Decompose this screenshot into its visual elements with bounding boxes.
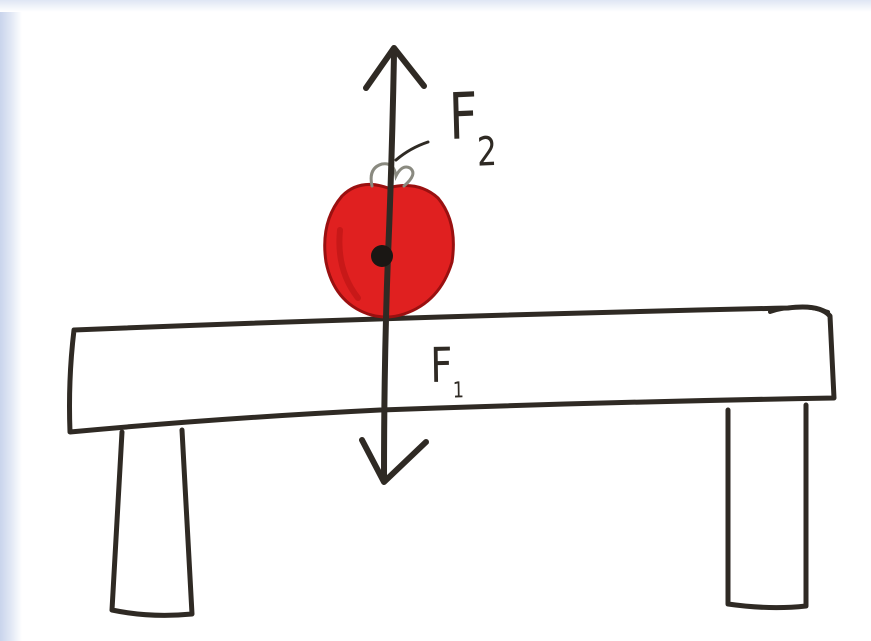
upward-force-subscript: 2	[476, 128, 498, 176]
apple-stem	[369, 162, 415, 188]
table-top	[67, 304, 837, 435]
table-leg-left	[109, 427, 195, 618]
top-edge-tint	[0, 0, 871, 12]
upward-force-letter: F	[447, 79, 479, 155]
apple-leaf	[394, 140, 430, 162]
downward-force-arrowhead	[359, 437, 429, 485]
apple-shading	[336, 227, 361, 301]
center-of-mass-dot	[371, 245, 393, 267]
table-top-edge-detail	[768, 305, 830, 314]
downward-force-letter: F	[429, 337, 453, 394]
downward-force-subscript: 1	[452, 378, 465, 404]
upward-force-arrowhead	[363, 45, 427, 91]
table-leg-right	[725, 402, 809, 611]
upward-force-label: F2	[448, 80, 498, 176]
downward-force-label: F1	[430, 338, 464, 404]
